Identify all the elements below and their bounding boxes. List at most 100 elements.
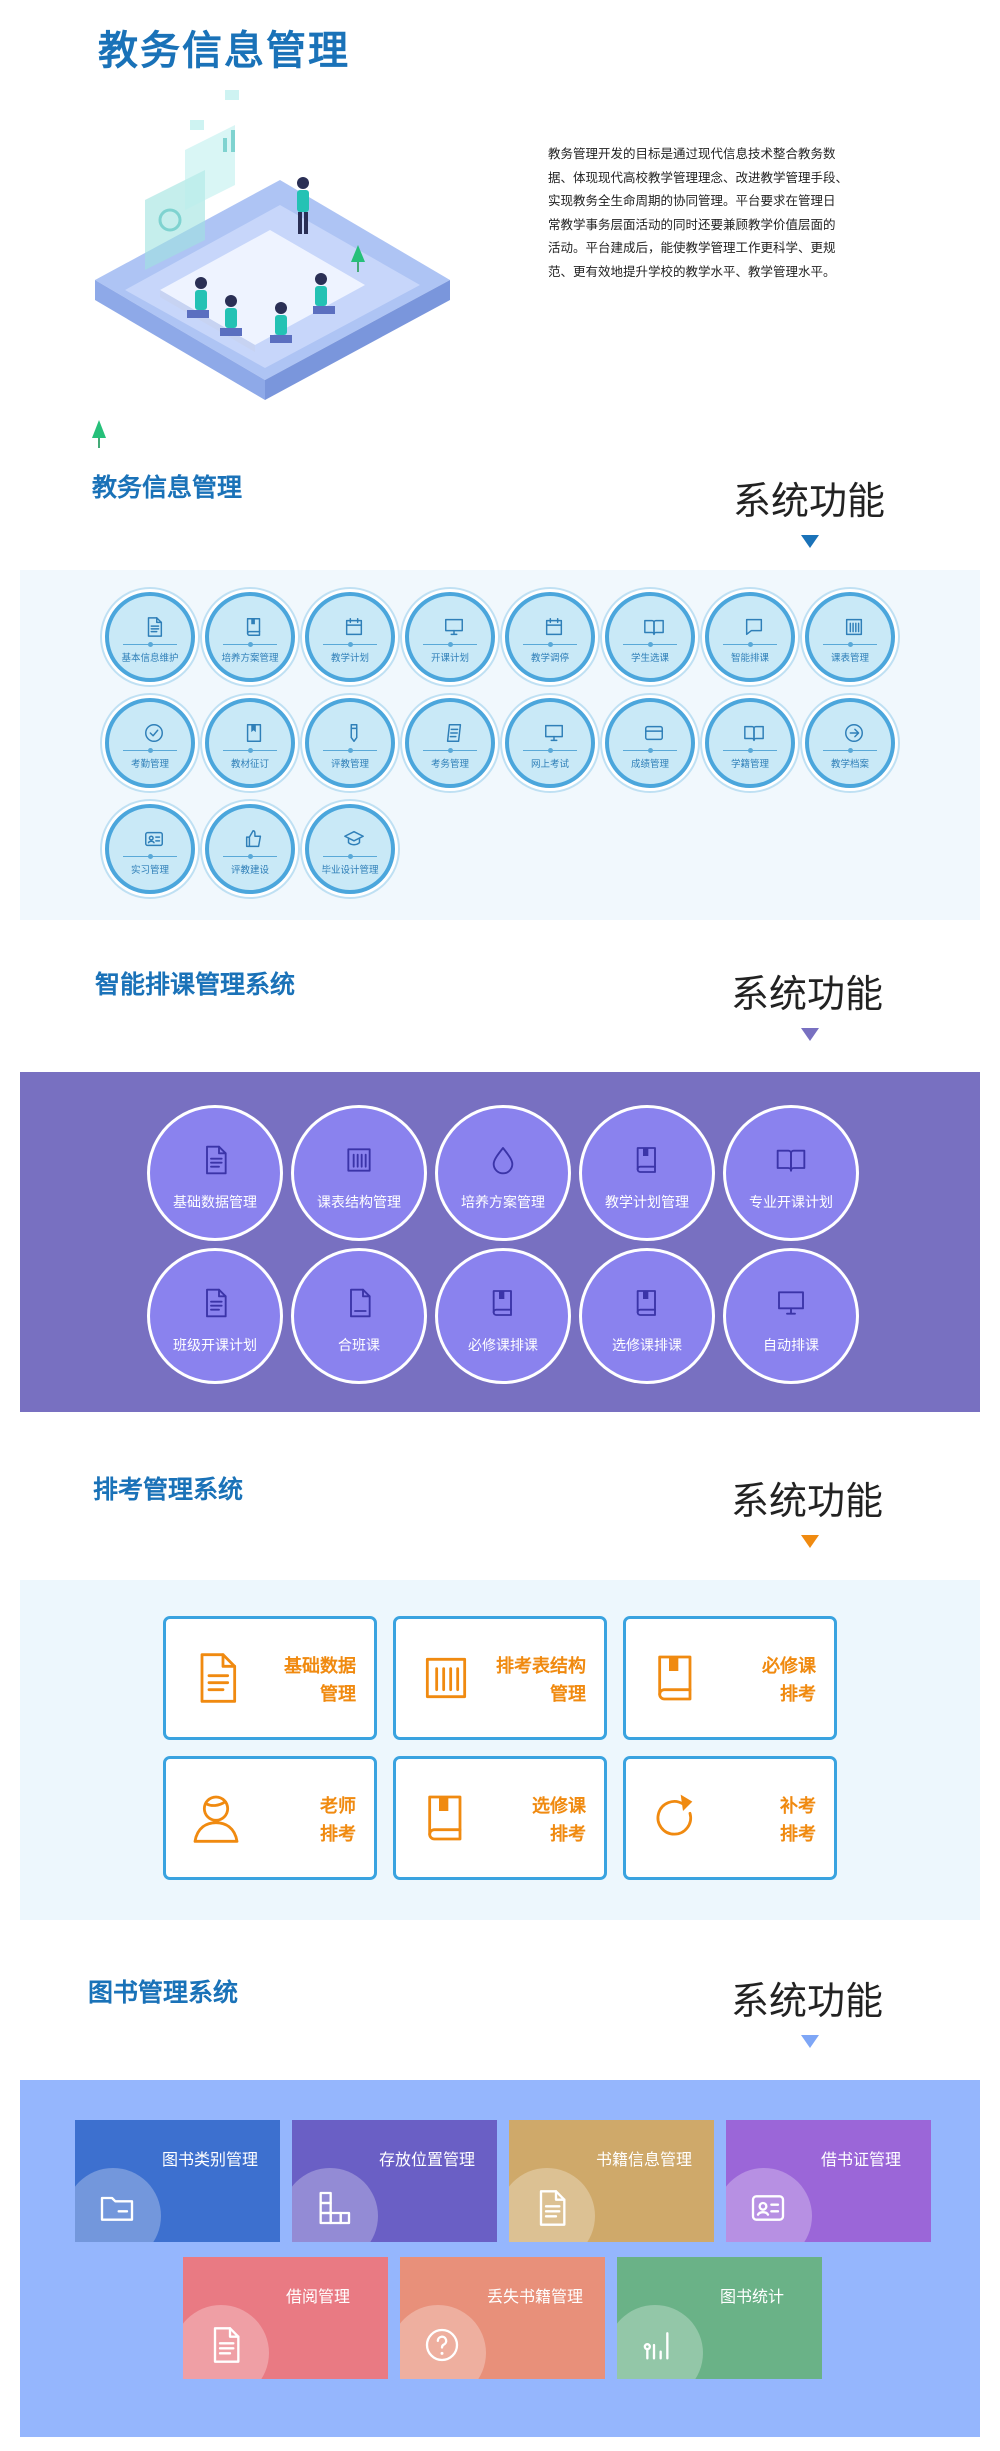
academic-function-item[interactable]: 实习管理 xyxy=(105,804,195,894)
section-function-label: 系统功能 xyxy=(731,1479,884,1523)
exam-function-card[interactable]: 补考排考 xyxy=(623,1756,837,1880)
function-label-line: 排考表结构 xyxy=(496,1656,586,1677)
table-icon xyxy=(843,616,865,638)
card-icon xyxy=(643,722,665,744)
section-title-academic: 教务信息管理 xyxy=(92,473,243,502)
academic-function-item[interactable]: 考务管理 xyxy=(405,698,495,788)
scheduling-function-item[interactable]: 专业开课计划 xyxy=(726,1108,856,1238)
academic-function-item[interactable]: 网上考试 xyxy=(505,698,595,788)
function-label: 智能排课 xyxy=(730,653,769,664)
function-label-line: 管理 xyxy=(550,1684,586,1705)
monitor-icon xyxy=(543,722,565,744)
divider xyxy=(323,748,377,753)
library-function-tile[interactable]: 图书统计 xyxy=(617,2257,822,2379)
library-function-tile[interactable]: 借阅管理 xyxy=(183,2257,388,2379)
function-label-line: 必修课 xyxy=(762,1656,816,1677)
library-function-tile[interactable]: 书籍信息管理 xyxy=(509,2120,714,2242)
divider xyxy=(123,854,177,859)
function-label: 存放位置管理 xyxy=(378,2150,475,2169)
id-card-icon xyxy=(748,2188,788,2228)
monitor-icon xyxy=(443,616,465,638)
folder-icon xyxy=(97,2188,137,2228)
bars-icon xyxy=(639,2325,679,2365)
academic-function-item[interactable]: 教学计划 xyxy=(305,592,395,682)
function-label: 书籍信息管理 xyxy=(595,2150,692,2169)
function-label: 网上考试 xyxy=(530,759,569,770)
exam-function-card[interactable]: 选修课排考 xyxy=(393,1756,607,1880)
section-function-label: 系统功能 xyxy=(731,1979,884,2023)
academic-function-item[interactable]: 教学调停 xyxy=(505,592,595,682)
academic-function-item[interactable]: 评教管理 xyxy=(305,698,395,788)
divider xyxy=(123,642,177,647)
drop-icon xyxy=(487,1142,519,1178)
academic-function-item[interactable]: 学生选课 xyxy=(605,592,695,682)
scheduling-function-item[interactable]: 自动排课 xyxy=(726,1251,856,1381)
function-label: 班级开课计划 xyxy=(173,1338,257,1354)
function-label: 借阅管理 xyxy=(285,2287,350,2306)
divider xyxy=(123,748,177,753)
academic-function-item[interactable]: 学籍管理 xyxy=(705,698,795,788)
scheduling-function-item[interactable]: 课表结构管理 xyxy=(294,1108,424,1238)
function-label: 成绩管理 xyxy=(630,759,669,770)
calendar-icon xyxy=(543,616,565,638)
function-label: 选修课排考 xyxy=(476,1793,586,1849)
academic-function-item[interactable]: 教材征订 xyxy=(205,698,295,788)
academic-function-item[interactable]: 毕业设计管理 xyxy=(305,804,395,894)
paper-icon xyxy=(443,722,465,744)
function-label: 老师排考 xyxy=(246,1793,356,1849)
section-title-scheduling: 智能排课管理系统 xyxy=(95,970,296,999)
doc-icon xyxy=(199,1142,231,1178)
function-label: 排考表结构管理 xyxy=(476,1653,586,1709)
calendar-icon xyxy=(343,616,365,638)
doc-icon xyxy=(531,2188,571,2228)
academic-function-item[interactable]: 成绩管理 xyxy=(605,698,695,788)
section-function-label: 系统功能 xyxy=(733,479,886,523)
library-function-tile[interactable]: 图书类别管理 xyxy=(75,2120,280,2242)
scheduling-function-item[interactable]: 必修课排课 xyxy=(438,1251,568,1381)
academic-function-item[interactable]: 考勤管理 xyxy=(105,698,195,788)
academic-function-item[interactable]: 基本信息维护 xyxy=(105,592,195,682)
function-label-line: 选修课 xyxy=(532,1796,586,1817)
library-function-tile[interactable]: 借书证管理 xyxy=(726,2120,931,2242)
exam-function-card[interactable]: 排考表结构管理 xyxy=(393,1616,607,1740)
function-label: 考勤管理 xyxy=(130,759,169,770)
chat-icon xyxy=(743,616,765,638)
academic-function-item[interactable]: 评教建设 xyxy=(205,804,295,894)
library-function-panel: 图书类别管理 存放位置管理 书籍信息管理 借书证管理借阅管理 丢失书籍管理 图书统计 xyxy=(20,2080,980,2437)
section-function-label: 系统功能 xyxy=(731,972,884,1016)
doc-icon xyxy=(143,616,165,638)
doc-icon xyxy=(205,2325,245,2365)
academic-function-panel: 基本信息维护培养方案管理 教学计划开课计划教学调停学生选课智能排课 课表管理考勤管理… xyxy=(20,570,980,920)
divider xyxy=(323,854,377,859)
monitor-icon xyxy=(775,1285,807,1321)
scheduling-function-item[interactable]: 班级开课计划 xyxy=(150,1251,280,1381)
academic-function-item[interactable]: 教学档案 xyxy=(805,698,895,788)
function-label-line: 排考 xyxy=(780,1824,816,1845)
scheduling-function-item[interactable]: 教学计划管理 xyxy=(582,1108,712,1238)
person-icon xyxy=(188,1785,244,1851)
exam-function-card[interactable]: 老师排考 xyxy=(163,1756,377,1880)
exam-function-panel: 基础数据管理排考表结构管理必修课排考老师排考选修课排考补考排考 xyxy=(20,1580,980,1920)
section-title-exam: 排考管理系统 xyxy=(93,1475,244,1504)
academic-function-item[interactable]: 课表管理 xyxy=(805,592,895,682)
academic-function-item[interactable]: 智能排课 xyxy=(705,592,795,682)
library-function-tile[interactable]: 丢失书籍管理 xyxy=(400,2257,605,2379)
function-label: 丢失书籍管理 xyxy=(486,2287,583,2306)
function-label: 培养方案管理 xyxy=(221,653,279,664)
scheduling-function-item[interactable]: 培养方案管理 xyxy=(438,1108,568,1238)
book-icon xyxy=(631,1285,663,1321)
academic-function-item[interactable]: 培养方案管理 xyxy=(205,592,295,682)
exam-function-card[interactable]: 必修课排考 xyxy=(623,1616,837,1740)
scheduling-function-item[interactable]: 选修课排课 xyxy=(582,1251,712,1381)
arrow-icon xyxy=(843,722,865,744)
page-title: 教务信息管理 xyxy=(98,28,350,74)
scheduling-function-item[interactable]: 基础数据管理 xyxy=(150,1108,280,1238)
divider xyxy=(823,748,877,753)
pencil-icon xyxy=(343,722,365,744)
academic-function-item[interactable]: 开课计划 xyxy=(405,592,495,682)
exam-function-card[interactable]: 基础数据管理 xyxy=(163,1616,377,1740)
scheduling-function-item[interactable]: 合班课 xyxy=(294,1251,424,1381)
check-icon xyxy=(143,722,165,744)
library-function-tile[interactable]: 存放位置管理 xyxy=(292,2120,497,2242)
function-label: 考务管理 xyxy=(430,759,469,770)
